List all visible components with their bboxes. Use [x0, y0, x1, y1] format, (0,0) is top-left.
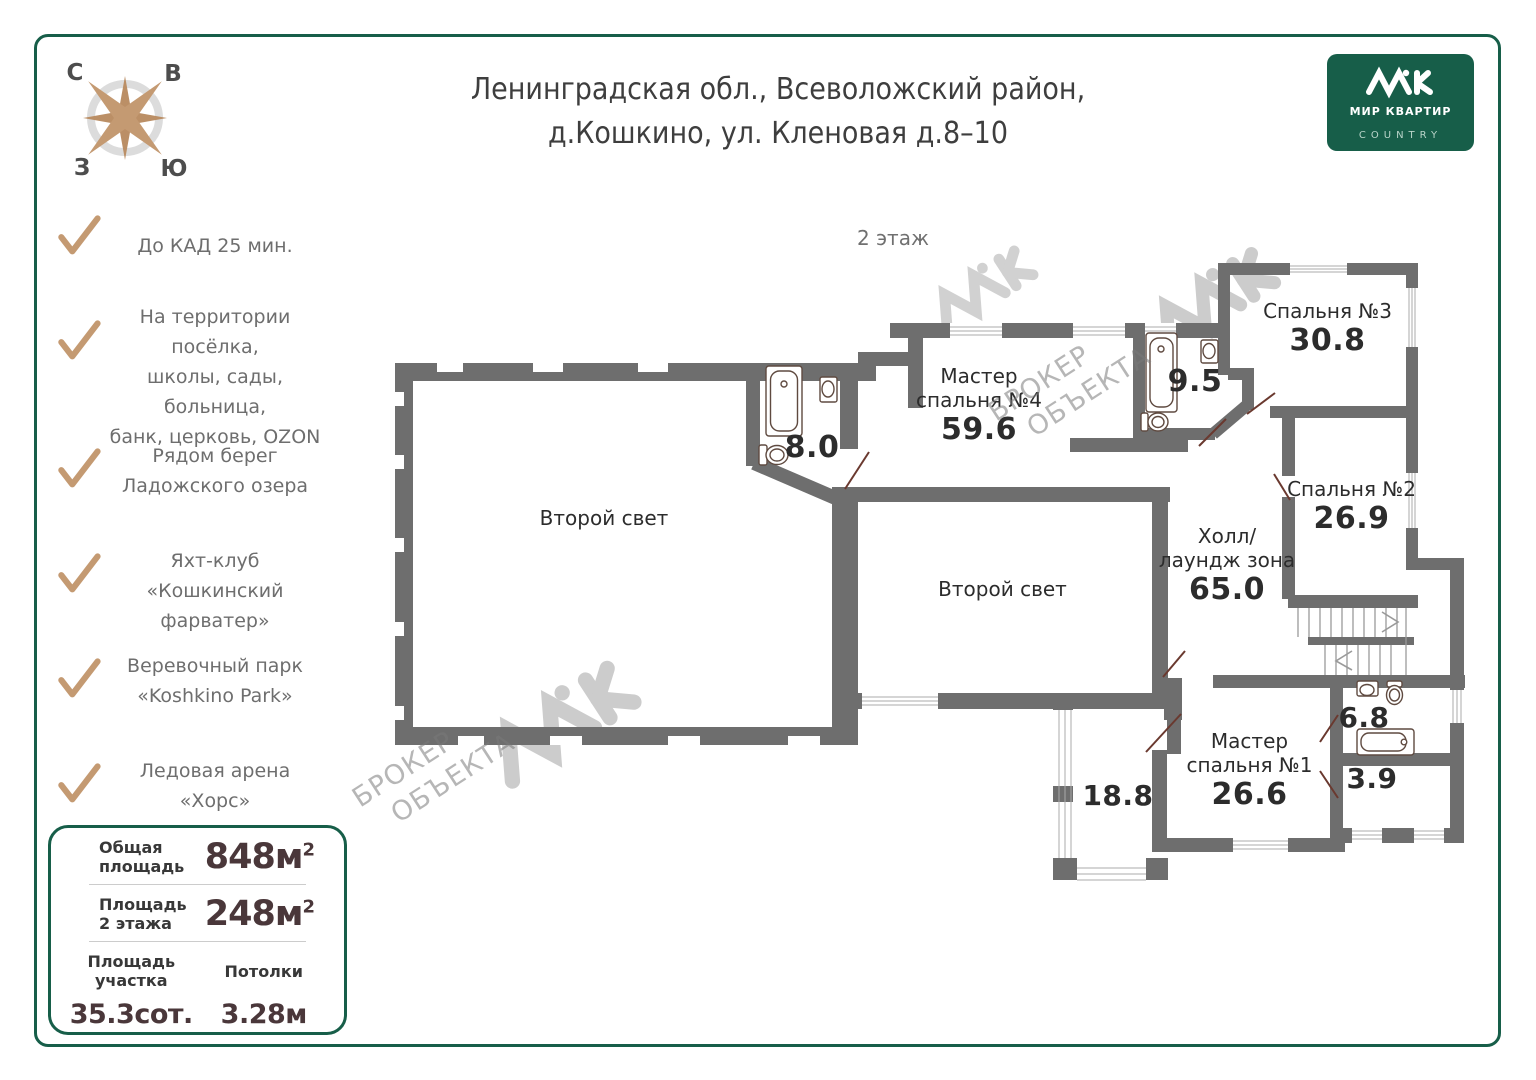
- compass-east: В: [164, 61, 182, 87]
- bathroom-fixtures: [758, 332, 1415, 756]
- room-label-hall: Холл/ лаундж зона 65.0: [1158, 524, 1296, 607]
- feature-text: «Koshkino Park»: [137, 685, 293, 707]
- logo-brand-text: МИР КВАРТИР: [1349, 104, 1452, 118]
- checkmark-icon: [58, 658, 101, 698]
- green-frame: [34, 34, 1501, 1047]
- feature-item: Яхт-клуб «Кошкинский фарватер»: [100, 546, 330, 636]
- room-label-bath-9: 9.5: [1167, 364, 1223, 399]
- feature-item: До КАД 25 мин.: [100, 231, 330, 261]
- plan-windows: [395, 263, 1464, 881]
- title-line2: д.Кошкино, ул. Кленовая д.8–10: [547, 116, 1009, 151]
- summary-label: Общая площадь: [99, 838, 185, 876]
- summary-value: 848м2: [204, 837, 315, 877]
- feature-text: Ладожского озера: [121, 475, 309, 497]
- room-label-bath-68: 6.8: [1338, 701, 1390, 734]
- feature-text: банк, церковь, OZON: [109, 426, 321, 448]
- mk-logo-icon: [1365, 66, 1433, 98]
- floor-label: 2 этаж: [857, 226, 929, 250]
- room-label-second-light-left: Второй свет: [539, 506, 669, 530]
- agency-logo: МИР КВАРТИР COUNTRY: [1327, 54, 1474, 151]
- room-label-closet-39: 3.9: [1346, 762, 1398, 795]
- feature-text: Веревочный парк: [127, 655, 303, 677]
- feature-item: Рядом берег Ладожского озера: [100, 441, 330, 501]
- feature-text: «Кошкинский фарватер»: [146, 580, 284, 632]
- summary-value: 248м2: [204, 894, 315, 934]
- checkmark-icon: [58, 215, 101, 255]
- compass-rose-icon: С В З Ю: [67, 60, 188, 182]
- summary-row-floor2: Площадь 2 этажа 248м2: [51, 885, 344, 941]
- feature-item: Ледовая арена «Хорс»: [100, 756, 330, 816]
- divider: [89, 941, 306, 942]
- stairs: [1297, 608, 1407, 675]
- feature-item: Веревочный парк «Koshkino Park»: [100, 651, 330, 711]
- title-line1: Ленинградская обл., Всеволожский район,: [470, 72, 1086, 107]
- checkmark-icon: [58, 763, 101, 803]
- feature-text: Рядом берег: [152, 445, 278, 467]
- plot-area-value: 35.3сот.: [69, 999, 194, 1030]
- summary-label: Площадь 2 этажа: [99, 895, 187, 933]
- floor-plan: [395, 200, 1465, 881]
- page-title: Ленинградская обл., Всеволожский район, …: [427, 68, 1129, 156]
- feature-text: «Хорс»: [179, 790, 251, 812]
- room-label-bath-8: 8.0: [784, 430, 840, 465]
- ceiling-value: 3.28м: [220, 999, 308, 1030]
- checkmark-icon: [58, 320, 101, 360]
- compass-west: З: [74, 155, 90, 181]
- room-label-master1: Мастер спальня №1 26.6: [1186, 729, 1313, 812]
- logo-sub-text: COUNTRY: [1358, 129, 1443, 141]
- feature-text: Ледовая арена: [139, 760, 291, 782]
- door-lines: [844, 392, 1339, 799]
- feature-text: До КАД 25 мин.: [137, 235, 293, 257]
- room-label-master4: Мастер спальня №4 59.6: [916, 364, 1042, 447]
- feature-text: На территории посёлка,: [139, 306, 291, 358]
- feature-text: Яхт-клуб: [170, 550, 260, 572]
- room-label-terrace: 18.8: [1082, 779, 1154, 812]
- compass-north: С: [67, 60, 84, 86]
- feature-text: школы, сады, больница,: [147, 366, 283, 418]
- room-label-bed3: Спальня №3 30.8: [1263, 299, 1392, 358]
- summary-row-total: Общая площадь 848м2: [51, 828, 344, 884]
- divider: [89, 884, 306, 885]
- compass-south: Ю: [161, 156, 188, 182]
- summary-box: Общая площадь 848м2 Площадь 2 этажа 248м…: [48, 825, 347, 1035]
- summary-col-ceiling: Потолки 3.28м: [198, 952, 331, 1030]
- room-label-second-light-center: Второй свет: [938, 577, 1067, 601]
- room-label-bed2: Спальня №2 26.9: [1287, 477, 1416, 536]
- checkmark-icon: [58, 448, 101, 488]
- feature-item: На территории посёлка, школы, сады, боль…: [100, 302, 330, 452]
- checkmark-icon: [58, 553, 101, 593]
